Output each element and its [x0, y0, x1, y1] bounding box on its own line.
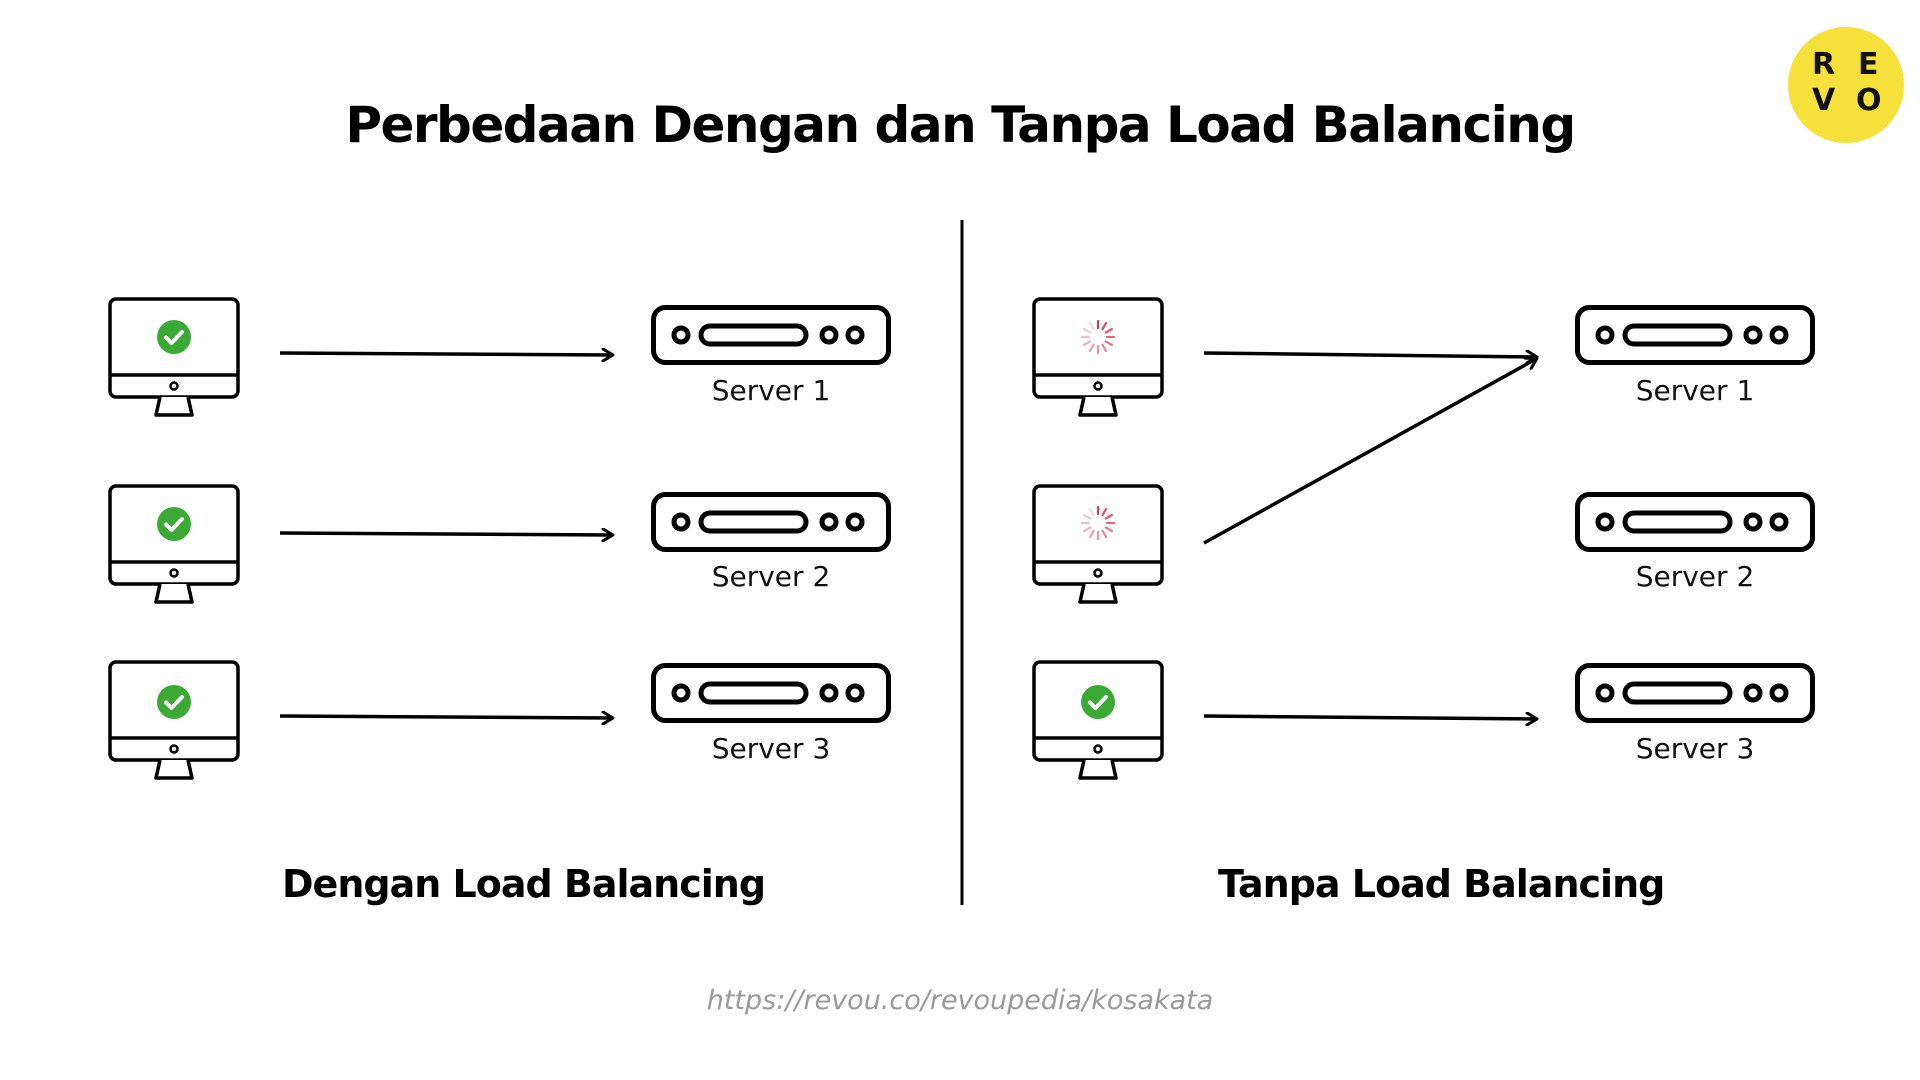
server-label: Server 2: [711, 560, 831, 593]
server-icon: [1578, 666, 1813, 721]
left-panel-caption: Dengan Load Balancing: [282, 862, 766, 906]
logo-letter: O: [1856, 83, 1882, 118]
check-icon: [156, 319, 192, 355]
client-monitor-icon: [108, 484, 240, 604]
server-icon: [654, 666, 889, 721]
logo-letter: E: [1858, 47, 1879, 82]
server-icon: [654, 495, 889, 550]
connection-arrow: [1203, 353, 1536, 357]
connection-arrow: [279, 353, 612, 355]
client-monitor-icon: [1032, 484, 1164, 604]
connection-arrow: [1203, 359, 1536, 545]
right-panel-caption: Tanpa Load Balancing: [1218, 862, 1665, 906]
server-icon: [1578, 308, 1813, 363]
client-monitor-icon: [108, 297, 240, 417]
server-label: Server 1: [1635, 374, 1755, 407]
logo-letter: R: [1812, 47, 1836, 82]
page-title: Perbedaan Dengan dan Tanpa Load Balancin…: [345, 96, 1576, 154]
left-panel: [108, 297, 889, 780]
source-url: https://revou.co/revoupedia/kosakata: [706, 985, 1214, 1016]
server-label: Server 3: [1635, 732, 1755, 765]
revo-logo: R E V O: [1788, 27, 1904, 143]
server-icon: [1578, 495, 1813, 550]
check-icon: [156, 684, 192, 720]
server-label: Server 2: [1635, 560, 1755, 593]
client-monitor-icon: [1032, 297, 1164, 417]
check-icon: [156, 506, 192, 542]
server-icon: [654, 308, 889, 363]
client-monitor-icon: [1032, 660, 1164, 780]
logo-letter: V: [1812, 83, 1836, 118]
connection-arrow: [279, 533, 612, 535]
check-icon: [1080, 684, 1116, 720]
server-label: Server 3: [711, 732, 831, 765]
connection-arrow: [1203, 716, 1536, 719]
right-panel: [1032, 297, 1813, 780]
client-monitor-icon: [108, 660, 240, 780]
server-label: Server 1: [711, 374, 831, 407]
connection-arrow: [279, 716, 612, 718]
